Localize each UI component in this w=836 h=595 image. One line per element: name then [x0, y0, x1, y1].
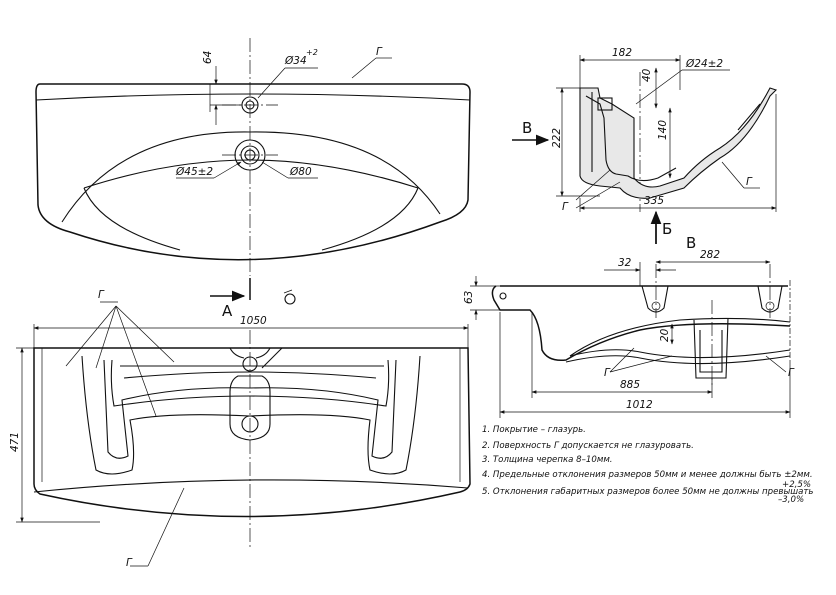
dim-20: 20	[659, 328, 671, 342]
dim-d80: Ø80	[289, 166, 312, 178]
note-5-tol-plus: +2,5%	[782, 480, 811, 490]
view-v: В 32 282 63 20	[463, 234, 795, 418]
dim-335: 335	[644, 195, 664, 207]
view-b-symbol	[284, 293, 296, 305]
dim-1050: 1050	[240, 315, 267, 327]
mark-g-top: Г	[376, 46, 383, 58]
front-view: 1050 471 Г Г	[9, 289, 471, 569]
section-b-view: 182 40 Ø24±2 140 222 В Г Г 335 Б	[512, 47, 778, 244]
dim-d45: Ø45±2	[175, 166, 213, 178]
note-5: 5. Отклонения габаритных размеров более …	[482, 487, 813, 497]
front-mark-g-top: Г	[98, 289, 105, 301]
note-1: 1. Покрытие – глазурь.	[482, 425, 586, 435]
section-b-mark-g1: Г	[562, 201, 569, 213]
dim-471: 471	[9, 432, 21, 452]
section-b-v-label: В	[522, 119, 532, 137]
section-b-arrow-label: Б	[662, 220, 672, 238]
dim-63: 63	[463, 291, 475, 304]
note-5-tol-minus: –3,0%	[778, 495, 804, 505]
section-b-mark-g2: Г	[746, 176, 753, 188]
dim-64: 64	[202, 51, 214, 64]
dim-d34-tol: +2	[306, 48, 318, 57]
dim-d34: Ø34	[284, 55, 307, 67]
front-mark-g-bottom: Г	[126, 557, 133, 569]
section-a-label: А	[222, 302, 233, 320]
dim-222: 222	[551, 128, 563, 148]
dim-282: 282	[700, 249, 720, 261]
notes: 1. Покрытие – глазурь. 2. Поверхность Г …	[482, 425, 813, 505]
view-v-label: В	[686, 234, 696, 252]
dim-d24: Ø24±2	[685, 58, 723, 70]
view-v-mark-g2: Г	[788, 367, 795, 379]
dim-885: 885	[620, 379, 640, 391]
dim-40: 40	[641, 68, 653, 82]
note-3: 3. Толщина черепка 8–10мм.	[482, 455, 613, 465]
dim-1012: 1012	[626, 399, 653, 411]
view-v-mark-g1: Г	[604, 367, 611, 379]
dim-140: 140	[657, 120, 669, 140]
top-view: 64 Ø34 +2 Г Ø45±2 Ø80 А	[35, 38, 471, 320]
dim-182: 182	[612, 47, 632, 59]
note-2: 2. Поверхность Г допускается не глазуров…	[482, 441, 694, 451]
note-4: 4. Предельные отклонения размеров 50мм и…	[482, 470, 813, 480]
dim-32: 32	[618, 257, 632, 269]
